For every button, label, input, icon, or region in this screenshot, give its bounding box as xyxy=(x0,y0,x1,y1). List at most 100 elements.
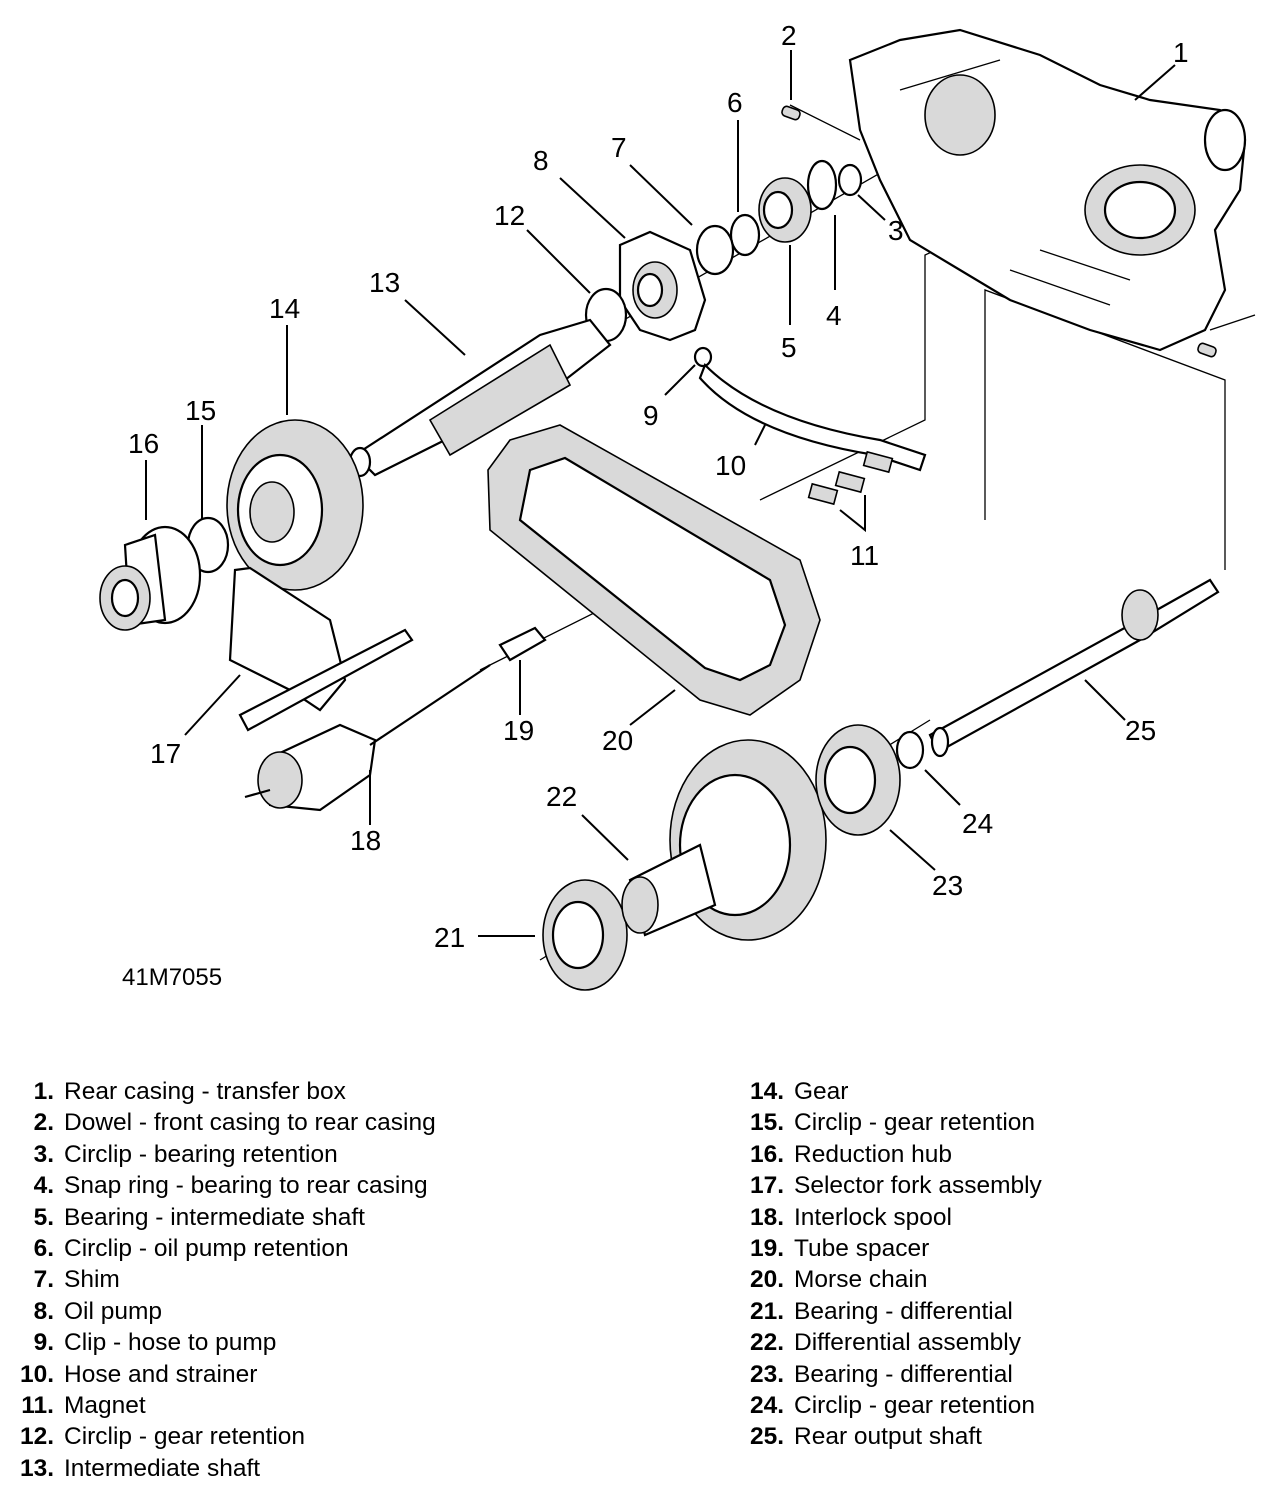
legend-item: 3.Circlip - bearing retention xyxy=(8,1139,436,1170)
callout-25: 25 xyxy=(1125,715,1156,746)
callout-7: 7 xyxy=(611,132,627,163)
legend-number: 6. xyxy=(33,1235,54,1263)
legend-number: 4. xyxy=(33,1172,54,1200)
legend-left: 1.Rear casing - transfer box 2.Dowel - f… xyxy=(8,1076,436,1484)
shim-part xyxy=(695,213,761,276)
callout-17: 17 xyxy=(150,738,181,769)
legend-item: 8.Oil pump xyxy=(8,1296,436,1327)
figure-reference: 41M7055 xyxy=(122,964,222,991)
legend-number: 22. xyxy=(749,1329,784,1357)
legend-number: 13. xyxy=(19,1454,54,1482)
legend-number: 19. xyxy=(749,1235,784,1263)
legend-item: 23. Bearing - differential xyxy=(738,1359,1042,1390)
legend-number: 24. xyxy=(749,1392,784,1420)
legend-label: Circlip - gear retention xyxy=(794,1392,1036,1420)
callout-13: 13 xyxy=(369,267,400,298)
legend-label: Gear xyxy=(794,1078,849,1105)
legend-item: 16.Reduction hub xyxy=(738,1139,1042,1170)
callout-11: 11 xyxy=(850,540,879,571)
bearing-differential-part xyxy=(542,879,628,991)
legend-label: Selector fork assembly xyxy=(794,1172,1042,1200)
callout-20: 20 xyxy=(602,725,633,756)
legend-item: 10. Hose and strainer xyxy=(8,1359,436,1390)
callout-23: 23 xyxy=(932,870,963,901)
legend-number: 25. xyxy=(749,1423,784,1451)
callout-24: 24 xyxy=(962,808,993,839)
dowel-part xyxy=(781,105,1217,358)
legend-item: 14. Gear xyxy=(738,1076,1042,1107)
legend-number: 2. xyxy=(33,1109,54,1137)
callout-16: 16 xyxy=(128,428,159,459)
hose-strainer-part xyxy=(693,346,927,472)
callout-6: 6 xyxy=(727,87,743,118)
legend-number: 17. xyxy=(749,1172,784,1200)
callout-18: 18 xyxy=(350,825,381,856)
callout-4: 4 xyxy=(826,300,842,331)
differential-assembly-part xyxy=(621,739,827,941)
intermediate-shaft-part xyxy=(348,318,612,478)
legend-label: Bearing - intermediate shaft xyxy=(64,1203,365,1231)
legend-label: Clip - hose to pump xyxy=(64,1329,277,1357)
rear-output-shaft-part xyxy=(928,578,1220,758)
legend-label: Circlip - oil pump retention xyxy=(64,1235,349,1263)
legend-label: Snap ring - bearing to rear casing xyxy=(64,1172,428,1200)
legend-number: 11. xyxy=(21,1392,54,1420)
legend-label: Morse chain xyxy=(794,1266,928,1294)
legend-item: 15. Circlip - gear retention xyxy=(738,1107,1042,1138)
legend-label: Tube spacer xyxy=(794,1235,930,1263)
legend-number: 10. xyxy=(19,1360,54,1388)
gear-part xyxy=(226,419,364,591)
callout-12: 12 xyxy=(494,200,525,231)
callout-21: 21 xyxy=(434,922,465,953)
legend-item: 20. Morse chain xyxy=(738,1264,1042,1295)
legend-number: 20. xyxy=(749,1266,784,1294)
legend-number: 15. xyxy=(749,1109,784,1137)
legend-item: 19. Tube spacer xyxy=(738,1233,1042,1264)
legend-number: 5. xyxy=(33,1203,54,1231)
tube-spacer-part xyxy=(498,626,547,662)
legend-item: 4. Snap ring - bearing to rear casing xyxy=(8,1170,436,1201)
callout-2: 2 xyxy=(781,20,797,51)
legend-number: 12. xyxy=(19,1423,54,1451)
legend-label: Hose and strainer xyxy=(64,1360,258,1388)
rear-casing-part xyxy=(848,28,1247,352)
callout-19: 19 xyxy=(503,715,534,746)
reduction-hub-part xyxy=(99,525,202,631)
legend-label: Circlip - bearing retention xyxy=(64,1140,338,1168)
magnet-part xyxy=(807,450,894,506)
legend-right: 14. Gear 15. Circlip - gear retention 16.R… xyxy=(738,1076,1042,1453)
legend-label: Rear output shaft xyxy=(794,1423,982,1451)
legend-number: 8. xyxy=(33,1297,54,1325)
legend-item: 7.Shim xyxy=(8,1264,436,1295)
legend-number: 18. xyxy=(749,1203,784,1231)
legend-item: 18. Interlock spool xyxy=(738,1202,1042,1233)
legend-item: 9. Clip - hose to pump xyxy=(8,1327,436,1358)
callout-9: 9 xyxy=(643,400,659,431)
legend-item: 24. Circlip - gear retention xyxy=(738,1390,1042,1421)
callout-8: 8 xyxy=(533,145,549,176)
legend-item: 12.Circlip - gear retention xyxy=(8,1421,436,1452)
legend-number: 1. xyxy=(33,1078,54,1105)
legend-number: 14. xyxy=(749,1078,784,1105)
legend-number: 7. xyxy=(33,1266,54,1294)
legend-label: Bearing - differential xyxy=(794,1360,1013,1388)
legend-item: 21.Bearing - differential xyxy=(738,1296,1042,1327)
bearing-intermediate-part xyxy=(758,177,812,243)
legend-label: Circlip - gear retention xyxy=(794,1109,1036,1137)
legend-number: 9. xyxy=(33,1329,54,1357)
legend-label: Magnet xyxy=(64,1392,146,1420)
morse-chain-part xyxy=(487,424,821,716)
callout-15: 15 xyxy=(185,395,216,426)
legend-item: 2. Dowel - front casing to rear casing xyxy=(8,1107,436,1138)
legend-label: Dowel - front casing to rear casing xyxy=(64,1109,436,1137)
legend-label: Intermediate shaft xyxy=(64,1454,261,1482)
legend-label: Reduction hub xyxy=(794,1140,953,1168)
legend-number: 23. xyxy=(749,1360,784,1388)
callout-numbers: 1 2 3 4 5 6 7 8 9 10 11 12 13 14 15 16 1… xyxy=(128,20,1189,953)
callout-14: 14 xyxy=(269,293,300,324)
callout-5: 5 xyxy=(781,332,797,363)
legend-item: 25. Rear output shaft xyxy=(738,1421,1042,1452)
circlip-bearing-part xyxy=(806,159,863,211)
legend-label: Interlock spool xyxy=(794,1203,952,1231)
selector-fork-part xyxy=(228,566,414,732)
